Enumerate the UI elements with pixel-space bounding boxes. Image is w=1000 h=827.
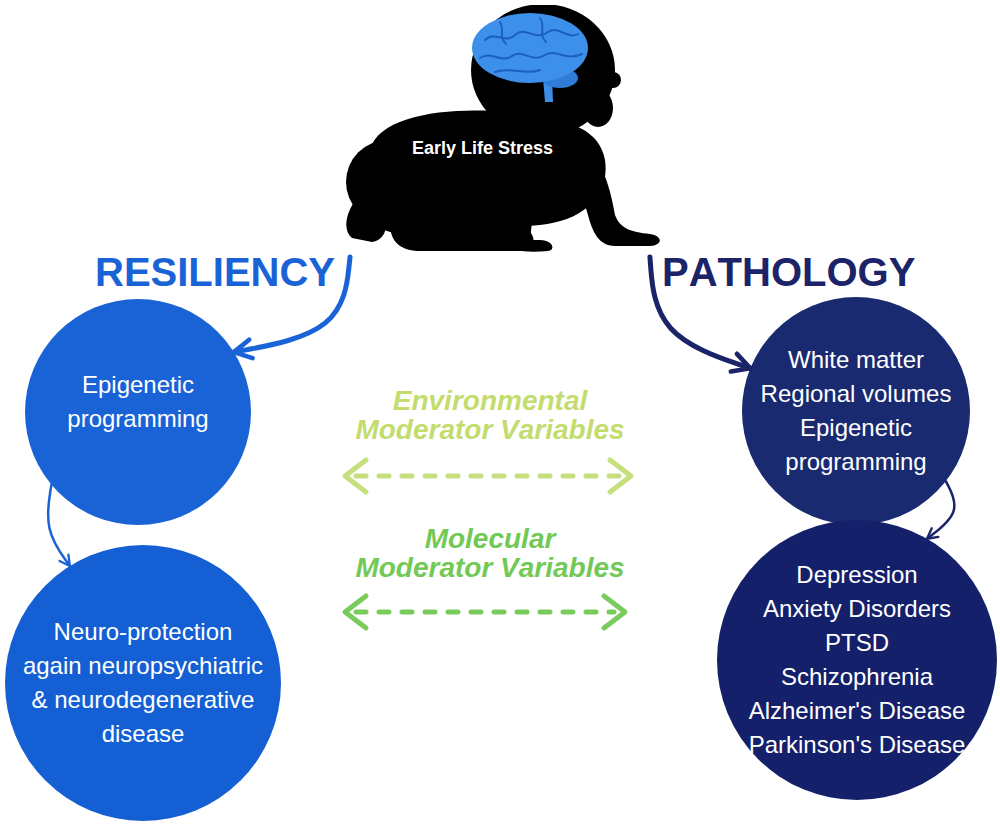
circle-shape [717,520,997,800]
figure-caption: Early Life Stress [412,137,553,159]
outcome-circle: Epigenetic programming [25,299,251,525]
circle-text: Parkinson's Disease [727,728,987,762]
circle-text: Schizophrenia [727,660,987,694]
circle-shape [742,297,970,525]
arrow-head [610,460,631,492]
circle-text: PTSD [727,626,987,660]
moderator-arrow [345,596,625,628]
dashed-shaft [356,610,614,615]
circle-shape [5,545,281,821]
moderator-arrow [345,460,631,492]
node-body: Early Life Stress [412,137,553,159]
circle-text: Epigenetic programming [751,411,961,479]
arrow-head [345,460,366,492]
node-body: Neuro-protection again neuropsychiatric … [5,545,281,821]
baby-figure [346,4,660,252]
node-outline [5,545,281,821]
node-outline [742,297,970,525]
node-outline [345,5,660,257]
arrow-head [604,596,625,628]
circle-text: Epigenetic programming [38,368,238,436]
branch-heading: RESILIENCY [95,252,335,292]
circle-shape [25,299,251,525]
stressor-figure: Early Life Stress [345,5,660,257]
dashed-shaft [356,474,620,479]
circle-text: Anxiety Disorders [727,592,987,626]
outcome-circle: DepressionAnxiety DisordersPTSDSchizophr… [717,520,997,800]
connector-group [48,257,954,566]
node-body: White matterRegional volumesEpigenetic p… [742,297,970,525]
outcome-circle: Neuro-protection again neuropsychiatric … [5,545,281,821]
node-body: Epigenetic programming [25,299,251,525]
flow-arrow [927,481,954,539]
circle-text: Regional volumes [751,377,961,411]
circle-text: Neuro-protection again neuropsychiatric … [22,615,264,751]
circle-text: Alzheimer's Disease [727,694,987,728]
flow-arrow [48,485,70,566]
moderator-label: Molecular Moderator Variables [320,524,660,582]
circle-text: Depression [727,558,987,592]
branch-heading: PATHOLOGY [662,252,915,292]
moderator-label: Environmental Moderator Variables [320,386,660,444]
node-body: DepressionAnxiety DisordersPTSDSchizophr… [717,520,997,800]
outcome-circle: White matterRegional volumesEpigenetic p… [742,297,970,525]
circle-text: White matter [751,343,961,377]
arrow-head [345,596,366,628]
